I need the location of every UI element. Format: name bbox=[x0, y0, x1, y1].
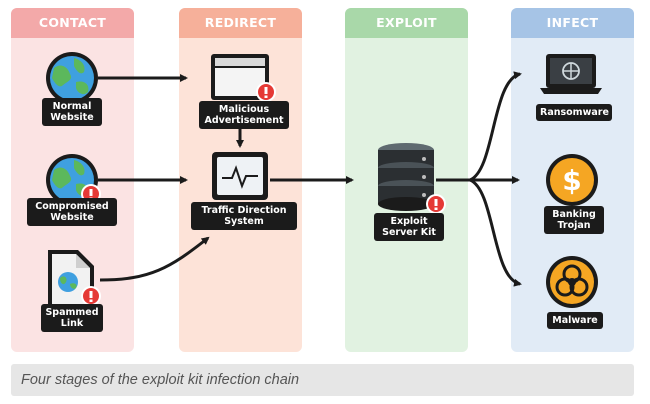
label-line: Exploit bbox=[390, 216, 428, 227]
label-line: Malicious bbox=[218, 104, 270, 115]
biohazard-icon bbox=[546, 256, 598, 308]
arrow-exploit-to-malware bbox=[469, 178, 522, 287]
label-line: Ransomware bbox=[540, 107, 609, 118]
svg-text:$: $ bbox=[562, 164, 581, 197]
column-header-redirect: REDIRECT bbox=[179, 8, 302, 38]
label-banking-trojan: Banking Trojan bbox=[544, 206, 604, 234]
label-line: Malware bbox=[552, 315, 598, 326]
dollar-coin-icon: $ bbox=[546, 154, 598, 206]
laptop-icon bbox=[540, 54, 602, 94]
label-normal-website: Normal Website bbox=[42, 98, 102, 126]
label-spammed-link: Spammed Link bbox=[41, 304, 103, 332]
label-exploit-server-kit: Exploit Server Kit bbox=[374, 213, 444, 241]
label-line: Server Kit bbox=[382, 227, 436, 238]
alert-icon bbox=[256, 82, 276, 102]
label-malicious-advertisement: Malicious Advertisement bbox=[199, 101, 289, 129]
caption-bar: Four stages of the exploit kit infection… bbox=[11, 364, 634, 396]
arrow-exploit-to-ransomware bbox=[469, 71, 522, 182]
alert-icon bbox=[426, 194, 446, 214]
label-malware: Malware bbox=[547, 312, 603, 329]
label-line: Compromised bbox=[35, 201, 109, 212]
monitor-icon bbox=[212, 152, 268, 200]
label-line: Website bbox=[50, 212, 94, 223]
label-traffic-direction-system: Traffic Direction System bbox=[191, 202, 297, 230]
label-line: Traffic Direction bbox=[201, 205, 287, 216]
browser-window-icon bbox=[211, 54, 269, 100]
label-ransomware: Ransomware bbox=[536, 104, 612, 121]
caption-text: Four stages of the exploit kit infection… bbox=[21, 372, 300, 388]
server-icon bbox=[378, 143, 434, 211]
globe-icon bbox=[46, 52, 98, 104]
label-line: Website bbox=[50, 112, 94, 123]
label-line: System bbox=[224, 216, 264, 227]
column-header-contact: CONTACT bbox=[11, 8, 134, 38]
label-line: Advertisement bbox=[204, 115, 284, 126]
alert-icon bbox=[81, 286, 101, 306]
column-header-infect: INFECT bbox=[511, 8, 634, 38]
label-line: Banking bbox=[552, 209, 596, 220]
arrow-spammed-to-tds bbox=[99, 236, 210, 282]
column-header-exploit: EXPLOIT bbox=[345, 8, 468, 38]
label-compromised-website: Compromised Website bbox=[27, 198, 117, 226]
label-line: Trojan bbox=[557, 220, 591, 231]
label-line: Spammed bbox=[45, 307, 99, 318]
label-line: Link bbox=[60, 318, 84, 329]
label-line: Normal bbox=[52, 101, 92, 112]
